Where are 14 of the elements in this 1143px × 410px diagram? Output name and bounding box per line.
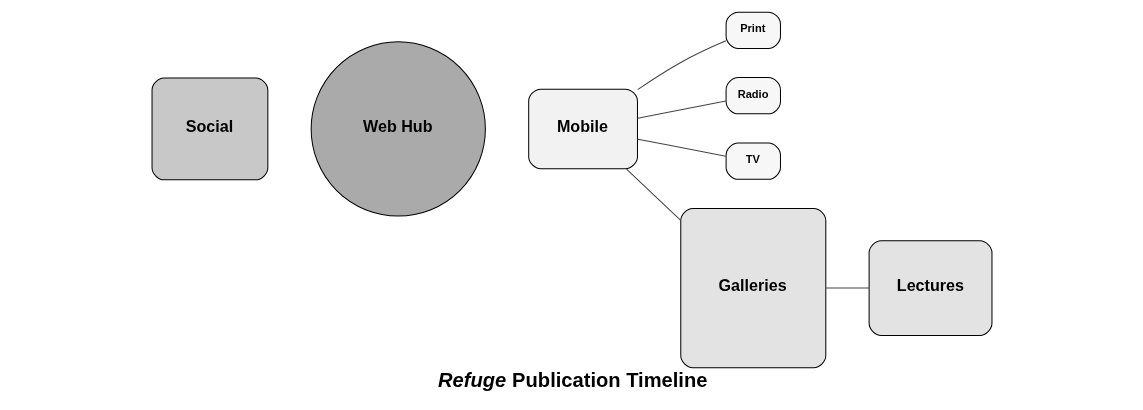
node-box: Galleries xyxy=(679,208,826,369)
node-box: Mobile xyxy=(527,88,638,170)
connector xyxy=(636,138,726,157)
node-box: Social xyxy=(151,77,268,181)
node-box: Print xyxy=(725,11,781,49)
connector xyxy=(824,287,869,289)
connector xyxy=(636,40,726,91)
diagram-title: Refuge Publication Timeline xyxy=(437,368,707,391)
connector xyxy=(636,100,726,119)
node-box: TV xyxy=(725,142,781,180)
node-box: Radio xyxy=(725,77,781,115)
node-circle: Web Hub xyxy=(310,41,486,217)
connector xyxy=(625,168,681,221)
node-box: Lectures xyxy=(868,240,992,336)
